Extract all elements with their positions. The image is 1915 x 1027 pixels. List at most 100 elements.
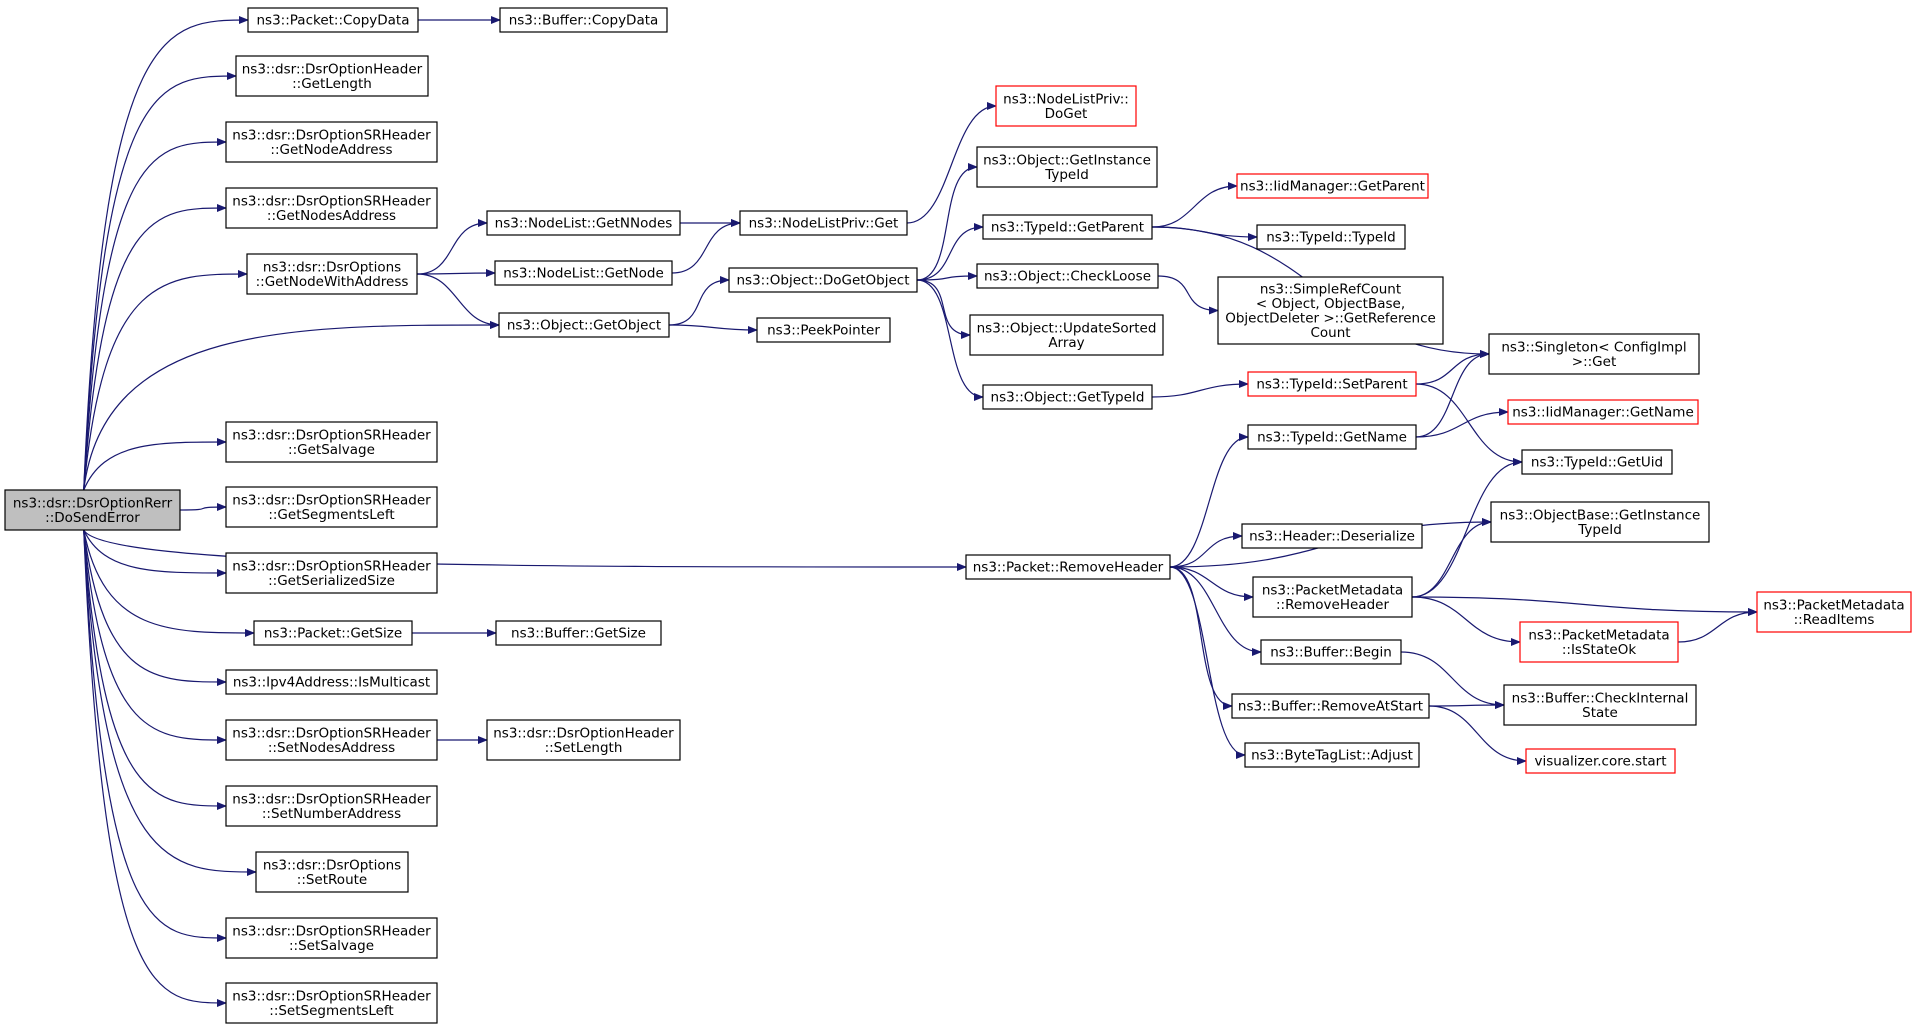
node-srheader-getsegmentsleft[interactable]: ns3::dsr::DsrOptionSRHeader::GetSegments… bbox=[225, 486, 438, 528]
node-box bbox=[225, 486, 438, 528]
edge-packet_removeheader-to-bytetaglist_adjust bbox=[1169, 566, 1246, 759]
edge-buffer_removeatstart-to-visualizer_core_start bbox=[1428, 705, 1527, 765]
node-typeid-typeid[interactable]: ns3::TypeId::TypeId bbox=[1256, 224, 1406, 250]
node-singleton-get[interactable]: ns3::Singleton< ConfigImpl>::Get bbox=[1488, 333, 1700, 375]
node-label: ns3::dsr::DsrOptionSRHeader bbox=[232, 193, 431, 209]
node-nodelistpriv-doget[interactable]: ns3::NodeListPriv::DoGet bbox=[995, 85, 1137, 127]
edge-dsroptions_getnodewithaddress-to-nodelist_getnode bbox=[416, 269, 496, 278]
node-srheader-getnodesaddress[interactable]: ns3::dsr::DsrOptionSRHeader::GetNodesAdd… bbox=[225, 187, 438, 229]
node-packet-getsize[interactable]: ns3::Packet::GetSize bbox=[253, 620, 413, 646]
node-label: ::SetSegmentsLeft bbox=[269, 1003, 393, 1019]
node-label: ns3::dsr::DsrOptionRerr bbox=[13, 495, 173, 511]
node-label: ns3::ObjectBase::GetInstance bbox=[1500, 507, 1701, 523]
node-label: ::GetLength bbox=[292, 76, 372, 92]
edge-root-to-ipv4address_ismulticast bbox=[83, 529, 227, 686]
node-box bbox=[1217, 276, 1444, 345]
node-object-gettypeid[interactable]: ns3::Object::GetTypeId bbox=[982, 384, 1153, 410]
node-box bbox=[965, 554, 1171, 580]
node-label: Array bbox=[1048, 335, 1084, 351]
edge-root-to-srheader_setsalvage bbox=[83, 529, 227, 942]
node-box bbox=[225, 187, 438, 229]
node-buffer-copydata[interactable]: ns3::Buffer::CopyData bbox=[499, 7, 668, 33]
node-srheader-setsegmentsleft[interactable]: ns3::dsr::DsrOptionSRHeader::SetSegments… bbox=[225, 982, 438, 1024]
node-dsroptionheader-setlength[interactable]: ns3::dsr::DsrOptionHeader::SetLength bbox=[486, 719, 681, 761]
node-label: ns3::Singleton< ConfigImpl bbox=[1501, 339, 1686, 355]
node-packetmetadata-removeheader[interactable]: ns3::PacketMetadata::RemoveHeader bbox=[1252, 576, 1413, 618]
node-typeid-setparent[interactable]: ns3::TypeId::SetParent bbox=[1247, 371, 1417, 397]
edge-typeid_getparent-to-iidmanager_getparent bbox=[1151, 182, 1238, 228]
edge-root-to-srheader_getserializedsize bbox=[83, 529, 227, 577]
edge-object_gettypeid-to-typeid_setparent bbox=[1151, 380, 1249, 398]
node-srheader-getnodeaddress[interactable]: ns3::dsr::DsrOptionSRHeader::GetNodeAddr… bbox=[225, 121, 438, 163]
node-dsroptionheader-getlength[interactable]: ns3::dsr::DsrOptionHeader::GetLength bbox=[235, 55, 429, 97]
edge-root-to-srheader_setnodesaddress bbox=[83, 529, 227, 744]
node-box bbox=[225, 552, 438, 594]
node-srheader-setsalvage[interactable]: ns3::dsr::DsrOptionSRHeader::SetSalvage bbox=[225, 917, 438, 959]
node-peekpointer[interactable]: ns3::PeekPointer bbox=[756, 317, 891, 343]
edge-packet_removeheader-to-typeid_getname bbox=[1169, 433, 1249, 568]
node-label: ::GetSegmentsLeft bbox=[268, 507, 394, 523]
node-srheader-getsalvage[interactable]: ns3::dsr::DsrOptionSRHeader::GetSalvage bbox=[225, 421, 438, 463]
node-visualizer-core-start[interactable]: visualizer.core.start bbox=[1525, 748, 1676, 774]
node-label: TypeId bbox=[1044, 167, 1089, 183]
node-srheader-setnodesaddress[interactable]: ns3::dsr::DsrOptionSRHeader::SetNodesAdd… bbox=[225, 719, 438, 761]
node-label: ns3::dsr::DsrOptionHeader bbox=[242, 61, 423, 77]
node-bytetaglist-adjust[interactable]: ns3::ByteTagList::Adjust bbox=[1244, 742, 1420, 768]
node-dsroptions-getnodewithaddress[interactable]: ns3::dsr::DsrOptions::GetNodeWithAddress bbox=[246, 253, 418, 295]
node-iidmanager-getname[interactable]: ns3::IidManager::GetName bbox=[1507, 399, 1699, 425]
node-nodelist-getnnodes[interactable]: ns3::NodeList::GetNNodes bbox=[486, 210, 681, 236]
node-typeid-getparent[interactable]: ns3::TypeId::GetParent bbox=[982, 214, 1153, 240]
node-box bbox=[225, 719, 438, 761]
edge-root-to-srheader_getsegmentsleft bbox=[179, 503, 227, 512]
node-buffer-removeatstart[interactable]: ns3::Buffer::RemoveAtStart bbox=[1231, 693, 1430, 719]
node-packet-copydata[interactable]: ns3::Packet::CopyData bbox=[247, 7, 419, 33]
node-box bbox=[756, 317, 891, 343]
node-srheader-setnumberaddress[interactable]: ns3::dsr::DsrOptionSRHeader::SetNumberAd… bbox=[225, 785, 438, 827]
node-nodelistpriv-get[interactable]: ns3::NodeListPriv::Get bbox=[739, 210, 908, 236]
node-packetmetadata-isstateok[interactable]: ns3::PacketMetadata::IsStateOk bbox=[1519, 621, 1679, 663]
node-srheader-getserializedsize[interactable]: ns3::dsr::DsrOptionSRHeader::GetSerializ… bbox=[225, 552, 438, 594]
node-box bbox=[495, 620, 662, 646]
node-buffer-begin[interactable]: ns3::Buffer::Begin bbox=[1260, 639, 1402, 665]
node-label: ns3::dsr::DsrOptionSRHeader bbox=[232, 127, 431, 143]
node-packetmetadata-readitems[interactable]: ns3::PacketMetadata::ReadItems bbox=[1756, 591, 1912, 633]
node-packet-removeheader[interactable]: ns3::Packet::RemoveHeader bbox=[965, 554, 1171, 580]
node-label: ns3::IidManager::GetName bbox=[1512, 405, 1694, 421]
node-object-dogetobject[interactable]: ns3::Object::DoGetObject bbox=[728, 267, 918, 293]
node-ipv4address-ismulticast[interactable]: ns3::Ipv4Address::IsMulticast bbox=[225, 669, 438, 695]
node-buffer-getsize[interactable]: ns3::Buffer::GetSize bbox=[495, 620, 662, 646]
node-dsroptions-setroute[interactable]: ns3::dsr::DsrOptions::SetRoute bbox=[255, 851, 409, 893]
node-typeid-getuid[interactable]: ns3::TypeId::GetUid bbox=[1521, 449, 1673, 475]
edge-object_dogetobject-to-object_getinstancetypeid bbox=[916, 163, 978, 281]
node-box bbox=[1525, 748, 1676, 774]
node-typeid-getname[interactable]: ns3::TypeId::GetName bbox=[1247, 424, 1417, 450]
node-iidmanager-getparent[interactable]: ns3::IidManager::GetParent bbox=[1236, 173, 1429, 199]
edge-root-to-packet_copydata bbox=[83, 16, 249, 491]
node-label: ObjectDeleter >::GetReference bbox=[1225, 310, 1436, 326]
node-label: < Object, ObjectBase, bbox=[1256, 296, 1405, 312]
node-box bbox=[253, 620, 413, 646]
node-root[interactable]: ns3::dsr::DsrOptionRerr::DoSendError bbox=[4, 489, 181, 531]
node-box bbox=[976, 146, 1158, 188]
node-header-deserialize[interactable]: ns3::Header::Deserialize bbox=[1241, 523, 1423, 549]
node-box bbox=[1488, 333, 1700, 375]
edge-typeid_getname-to-singleton_get bbox=[1415, 350, 1490, 438]
node-label: ns3::Packet::GetSize bbox=[264, 626, 402, 642]
node-label: ::GetNodesAddress bbox=[267, 208, 396, 224]
node-box bbox=[1490, 501, 1710, 543]
node-object-getobject[interactable]: ns3::Object::GetObject bbox=[498, 312, 670, 338]
node-object-checkloose[interactable]: ns3::Object::CheckLoose bbox=[976, 263, 1159, 289]
node-nodelist-getnode[interactable]: ns3::NodeList::GetNode bbox=[494, 260, 673, 286]
node-label: ns3::TypeId::SetParent bbox=[1256, 377, 1407, 393]
node-simplerefcount-getreferencecount[interactable]: ns3::SimpleRefCount< Object, ObjectBase,… bbox=[1217, 276, 1444, 345]
node-box bbox=[982, 214, 1153, 240]
node-label: ::GetNodeAddress bbox=[270, 142, 392, 158]
node-box bbox=[1244, 742, 1420, 768]
node-label: ns3::PeekPointer bbox=[767, 323, 880, 339]
node-label: Count bbox=[1310, 325, 1350, 341]
